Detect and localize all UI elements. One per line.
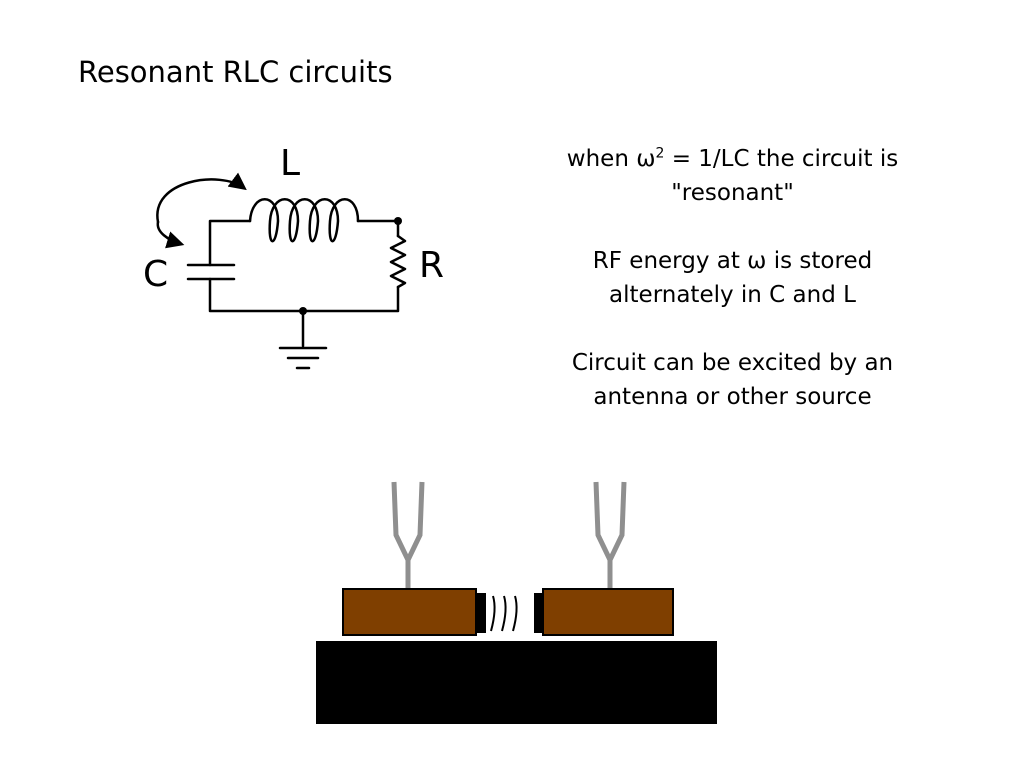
table-base <box>316 641 717 724</box>
note-resonance-post: = 1/LC the circuit is "resonant" <box>664 146 899 206</box>
note-resonance: when ω2 = 1/LC the circuit is "resonant" <box>535 142 930 210</box>
note-resonance-pre: when ω <box>566 146 656 172</box>
energy-arrow-to-inductor <box>156 172 247 224</box>
left-resonator-box <box>342 588 486 636</box>
sound-waves <box>490 595 518 632</box>
resistor-zigzag <box>389 234 407 289</box>
slide-title: Resonant RLC circuits <box>78 55 393 89</box>
inductor-label: L <box>280 143 300 184</box>
note-energy: RF energy at ω is stored alternately in … <box>592 248 873 308</box>
right-resonator-box <box>534 588 674 636</box>
capacitor-label: C <box>143 254 168 295</box>
junction-node-ground <box>299 307 307 315</box>
note-excitation: Circuit can be excited by an antenna or … <box>571 350 894 410</box>
energy-arrow-to-capacitor <box>156 220 185 249</box>
resistor-label: R <box>419 245 444 286</box>
right-tuning-fork <box>593 481 627 589</box>
junction-node-top <box>394 217 402 225</box>
note-resonance-sup: 2 <box>655 145 665 162</box>
notes: when ω2 = 1/LC the circuit is "resonant"… <box>535 142 930 448</box>
inductor-coil <box>248 198 360 243</box>
wire-top-left <box>208 219 252 267</box>
left-tuning-fork <box>391 481 425 589</box>
